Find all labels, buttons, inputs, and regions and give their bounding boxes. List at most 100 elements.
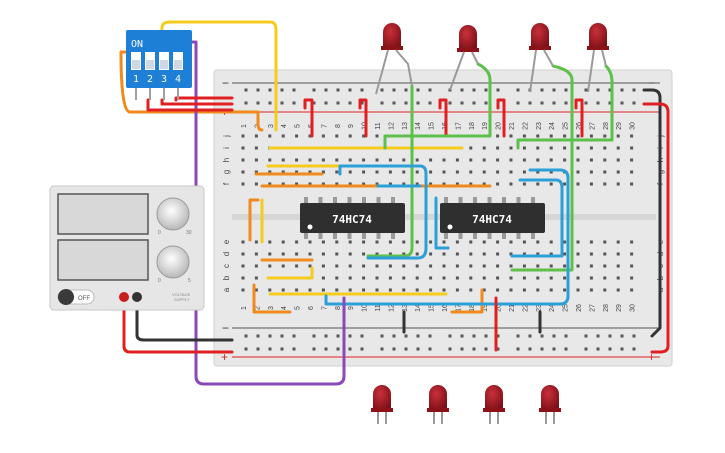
hole[interactable] [563,276,567,280]
hole[interactable] [415,264,419,268]
hole[interactable] [268,170,272,174]
rail-hole[interactable] [280,88,284,92]
hole[interactable] [496,146,500,150]
hole[interactable] [388,276,392,280]
hole[interactable] [589,182,593,186]
hole[interactable] [362,252,366,256]
hole[interactable] [482,240,486,244]
blue-wire-1[interactable] [338,164,428,260]
hole[interactable] [576,240,580,244]
hole[interactable] [509,276,513,280]
rail-hole[interactable] [496,88,500,92]
hole[interactable] [241,252,245,256]
hole[interactable] [522,252,526,256]
hole[interactable] [630,170,634,174]
hole[interactable] [348,240,352,244]
hole[interactable] [482,252,486,256]
hole[interactable] [442,240,446,244]
hole[interactable] [375,276,379,280]
hole[interactable] [549,240,553,244]
hole[interactable] [563,134,567,138]
hole[interactable] [603,146,607,150]
rail-hole[interactable] [348,334,352,338]
hole[interactable] [254,252,258,256]
hole[interactable] [442,264,446,268]
positive-terminal[interactable] [119,292,129,302]
hole[interactable] [268,252,272,256]
hole[interactable] [388,252,392,256]
red-wire-col15[interactable] [438,98,448,138]
hole[interactable] [241,170,245,174]
rail-hole[interactable] [244,88,248,92]
hole[interactable] [522,240,526,244]
hole[interactable] [563,252,567,256]
rail-hole[interactable] [348,101,352,105]
hole[interactable] [509,182,513,186]
hole[interactable] [496,288,500,292]
hole[interactable] [603,170,607,174]
rail-hole[interactable] [292,334,296,338]
hole[interactable] [522,276,526,280]
hole[interactable] [375,240,379,244]
hole[interactable] [496,264,500,268]
hole[interactable] [522,158,526,162]
hole[interactable] [241,134,245,138]
rail-hole[interactable] [540,334,544,338]
hole[interactable] [375,288,379,292]
hole[interactable] [576,134,580,138]
rail-hole[interactable] [584,347,588,351]
hole[interactable] [469,276,473,280]
rail-hole[interactable] [608,347,612,351]
hole[interactable] [415,182,419,186]
rail-hole[interactable] [564,334,568,338]
hole[interactable] [589,264,593,268]
hole[interactable] [268,158,272,162]
rail-hole[interactable] [632,347,636,351]
hole[interactable] [576,264,580,268]
hole[interactable] [308,264,312,268]
hole[interactable] [536,240,540,244]
led[interactable] [427,385,449,424]
hole[interactable] [603,252,607,256]
hole[interactable] [254,158,258,162]
hole[interactable] [268,182,272,186]
hole[interactable] [482,288,486,292]
hole[interactable] [375,134,379,138]
hole[interactable] [335,240,339,244]
red-wire-right-rail[interactable] [642,102,670,354]
rail-hole[interactable] [460,88,464,92]
hole[interactable] [308,182,312,186]
rail-hole[interactable] [496,334,500,338]
hole[interactable] [295,252,299,256]
rail-hole[interactable] [292,347,296,351]
hole[interactable] [429,276,433,280]
hole[interactable] [536,276,540,280]
hole[interactable] [348,182,352,186]
hole[interactable] [308,240,312,244]
hole[interactable] [429,264,433,268]
negative-terminal[interactable] [132,292,142,302]
rail-hole[interactable] [324,88,328,92]
rail-hole[interactable] [596,88,600,92]
red-wire-col10[interactable] [358,98,368,138]
hole[interactable] [603,158,607,162]
red-wire-col20[interactable] [496,98,506,138]
rail-hole[interactable] [336,347,340,351]
rail-hole[interactable] [268,347,272,351]
rail-hole[interactable] [564,88,568,92]
hole[interactable] [469,288,473,292]
hole[interactable] [335,182,339,186]
hole[interactable] [375,170,379,174]
rail-hole[interactable] [268,334,272,338]
rail-hole[interactable] [552,347,556,351]
hole[interactable] [388,158,392,162]
hole[interactable] [321,182,325,186]
rail-hole[interactable] [528,101,532,105]
hole[interactable] [281,252,285,256]
rail-hole[interactable] [516,347,520,351]
hole[interactable] [429,288,433,292]
hole[interactable] [589,158,593,162]
hole[interactable] [321,264,325,268]
hole[interactable] [536,158,540,162]
hole[interactable] [563,182,567,186]
